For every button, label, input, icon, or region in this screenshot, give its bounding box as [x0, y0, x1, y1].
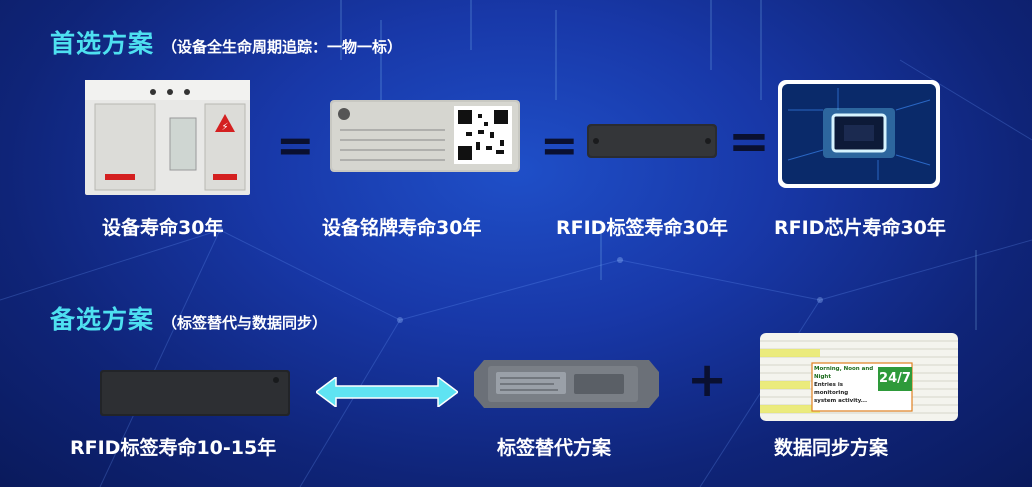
rfid-tag-image: [100, 370, 290, 420]
svg-text:⚡: ⚡: [221, 122, 228, 133]
alternative-subtitle: （标签替代与数据同步）: [162, 314, 328, 332]
caption-rfid-tag: RFID标签寿命30年: [556, 217, 728, 239]
nameplate-qr-image: [330, 100, 520, 176]
caption-data-sync: 数据同步方案: [774, 437, 889, 459]
caption-equipment: 设备寿命30年: [102, 217, 224, 239]
datasync-badge: 24/7: [878, 367, 912, 391]
equals-operator-3: =: [728, 112, 770, 170]
alternative-title: 备选方案: [50, 305, 155, 334]
alternative-section-title: 备选方案 （标签替代与数据同步）: [50, 300, 327, 336]
equipment-cabinet-image: ⚡: [85, 80, 250, 199]
datasync-banner-line3: system activity...: [814, 398, 868, 404]
primary-subtitle: （设备全生命周期追踪：一物一标）: [162, 38, 403, 56]
primary-section-title: 首选方案 （设备全生命周期追踪：一物一标）: [50, 24, 402, 60]
plus-operator: +: [687, 352, 728, 408]
replacement-tag-image: [474, 358, 659, 414]
equals-operator-1: =: [276, 118, 315, 172]
double-arrow-operator: ⟷: [374, 372, 375, 373]
datasync-banner-line2: Entries is monitoring: [814, 382, 849, 396]
equals-operator-2: =: [540, 118, 579, 172]
rfid-tag-image: [587, 124, 717, 162]
caption-chip: RFID芯片寿命30年: [774, 217, 946, 239]
datasync-banner-line1: Morning, Noon and Night: [814, 366, 874, 380]
chip-image: [778, 80, 940, 192]
double-arrow-icon: [314, 375, 460, 411]
caption-nameplate: 设备铭牌寿命30年: [322, 217, 482, 239]
caption-replacement: 标签替代方案: [497, 437, 612, 459]
caption-alt-rfid-tag: RFID标签寿命10-15年: [70, 437, 277, 459]
data-sync-image: Morning, Noon and Night Entries is monit…: [760, 333, 958, 421]
primary-title: 首选方案: [50, 29, 155, 58]
